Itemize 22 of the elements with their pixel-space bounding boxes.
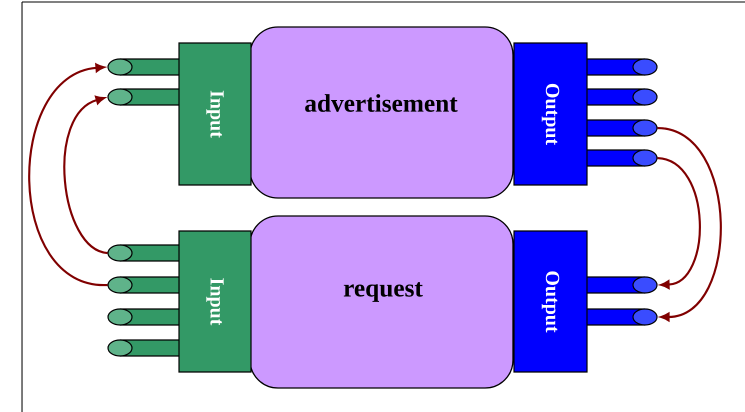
arrow xyxy=(657,126,722,322)
arrow xyxy=(28,64,108,286)
input-block: Input xyxy=(178,230,252,373)
connector-pin xyxy=(586,119,658,137)
connector-pin xyxy=(107,339,180,357)
output-block: Output xyxy=(513,42,588,186)
connector-pin xyxy=(107,244,180,262)
connector-pin xyxy=(586,88,658,106)
connector-pin xyxy=(586,149,658,167)
arrow xyxy=(657,156,701,289)
service-box: advertisement xyxy=(249,26,514,199)
output-block: Output xyxy=(513,230,588,373)
arrow xyxy=(63,96,108,254)
connector-pin xyxy=(107,276,180,294)
connector-pin xyxy=(586,58,658,76)
connector-pin xyxy=(586,308,658,326)
connector-pin xyxy=(107,88,180,106)
connector-pin xyxy=(586,276,658,294)
input-block: Input xyxy=(178,42,252,186)
connector-pin xyxy=(107,308,180,326)
connector-pin xyxy=(107,58,180,76)
service-box: request xyxy=(249,215,514,389)
